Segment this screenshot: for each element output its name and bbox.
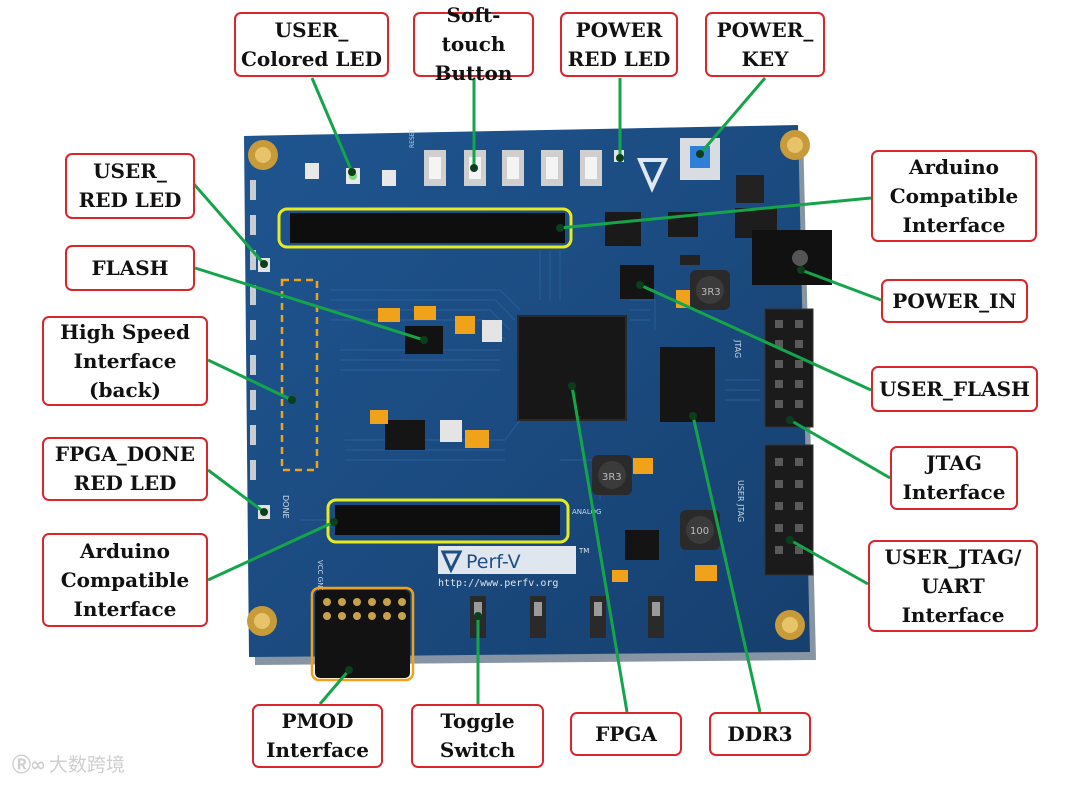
cap-orange-5 (370, 410, 388, 424)
board-logo-mark (636, 158, 669, 193)
part-white-2 (440, 420, 462, 442)
pointer-lines (191, 77, 891, 713)
label-ddr3: DDR3 (709, 712, 811, 756)
watermark: Ⓡ∞ 大数跨境 (12, 750, 125, 777)
high-speed-interface-outline (280, 278, 319, 472)
line-fpga-done (207, 468, 265, 514)
label-high-speed: High Speed Interface (back) (42, 316, 208, 406)
label-user-colored-led: USER_ Colored LED (234, 12, 389, 77)
cap-orange-9 (695, 565, 717, 581)
line-fpga (570, 385, 629, 713)
arduino-bottom-highlight (326, 498, 570, 544)
chip-lower-right (625, 530, 659, 560)
cap-orange-8 (612, 570, 628, 582)
watermark-text: 大数跨境 (48, 754, 125, 776)
user-jtag-header (764, 444, 814, 576)
chip-mid-left (385, 420, 425, 450)
label-jtag: JTAG Interface (890, 446, 1018, 510)
arduino-bottom-header (335, 505, 560, 535)
label-power-in: POWER_IN (881, 279, 1028, 323)
silk-pmod: VCC GND GND (316, 560, 324, 611)
label-power-red-led: POWER RED LED (560, 12, 678, 77)
cap-orange-7 (633, 458, 653, 474)
line-arduino-top (559, 196, 872, 230)
cap-orange-6 (465, 430, 489, 448)
brand-tm: TM (578, 547, 589, 555)
label-soft-touch-button: Soft-touch Button (413, 3, 534, 85)
cap-orange-4 (455, 316, 475, 334)
arduino-top-header (290, 213, 565, 243)
mounting-screws (247, 130, 810, 640)
label-user-flash: USER_FLASH (871, 366, 1038, 412)
regulator-chip (736, 175, 764, 203)
ddr3-chip (660, 347, 715, 422)
cap-orange-2 (378, 308, 400, 322)
line-user-colored-led (310, 77, 354, 173)
watermark-logo: Ⓡ∞ (12, 754, 46, 776)
label-pmod: PMOD Interface (252, 704, 383, 768)
silk-jtag: JTAG (733, 339, 742, 358)
line-pmod (318, 669, 351, 705)
label-fpga-done: FPGA_DONE RED LED (42, 437, 208, 501)
label-power-key: POWER_ KEY (705, 12, 825, 77)
left-edge-pads (250, 180, 256, 480)
soft-touch-buttons (424, 150, 602, 186)
label-user-jtag-uart: USER_JTAG/ UART Interface (868, 540, 1038, 632)
line-flash (194, 266, 425, 342)
line-ddr3 (691, 415, 762, 713)
brand-triangle (440, 550, 463, 574)
line-user-flash (639, 283, 872, 392)
label-flash: FLASH (65, 245, 195, 291)
power-jack-hole (792, 250, 808, 266)
line-user-red-led (191, 182, 266, 265)
silk-reset: RESET (409, 128, 416, 148)
cap-orange-3 (414, 306, 436, 320)
line-jtag (789, 418, 891, 480)
label-arduino-top: Arduino Compatible Interface (871, 150, 1037, 242)
line-arduino-bottom (207, 520, 335, 582)
brand-url: http://www.perfv.org (438, 578, 558, 589)
small-part-1 (680, 255, 700, 265)
user-flash-chip (620, 265, 654, 299)
brand-name: Perf-V (466, 551, 521, 573)
line-high-speed (207, 358, 293, 402)
silk-user-jtag: USER JTAG (736, 480, 745, 522)
chip-top-1 (605, 212, 641, 246)
inductor-top-label: 3R3 (701, 287, 721, 298)
label-arduino-bottom: Arduino Compatible Interface (42, 533, 208, 627)
line-user-jtag (789, 538, 869, 586)
fpga-chip (517, 315, 627, 421)
line-power-in (800, 268, 882, 302)
label-fpga: FPGA (570, 712, 682, 756)
inductor-lower-label: 3R3 (602, 472, 622, 483)
silk-analog: ANALOG (572, 508, 601, 516)
jtag-header (764, 308, 814, 428)
pointer-dots (260, 150, 805, 674)
crystal (482, 320, 502, 342)
silk-done: DONE (281, 495, 290, 519)
label-toggle-switch: Toggle Switch (411, 704, 544, 768)
pmod-highlight (310, 586, 415, 682)
line-power-key (698, 77, 767, 155)
inductor-lower-2-label: 100 (690, 526, 709, 537)
pmod-header (315, 590, 410, 678)
label-user-red-led: USER_ RED LED (65, 153, 195, 219)
